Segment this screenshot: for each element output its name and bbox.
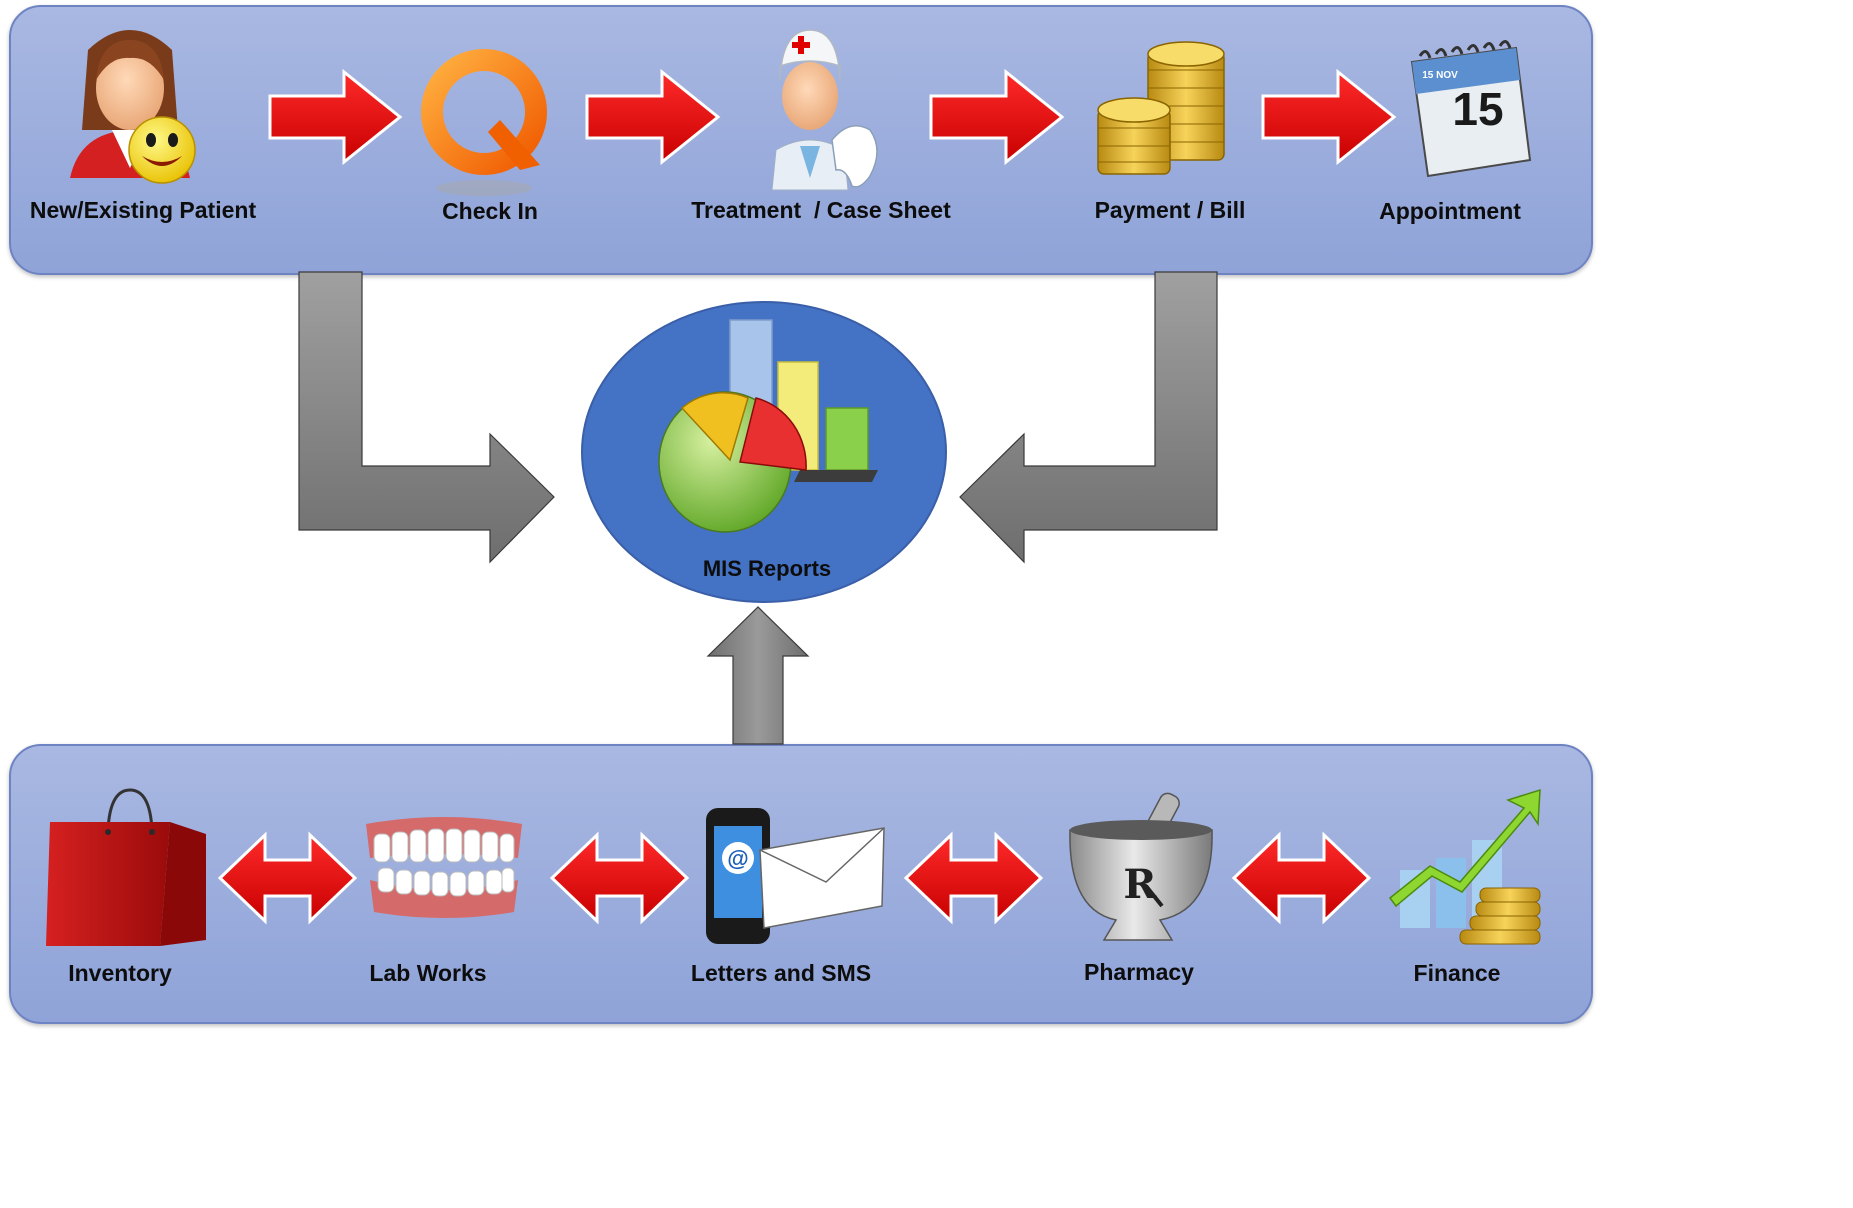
step-arrow-2 [585,68,721,166]
step-arrow-3 [929,68,1065,166]
calendar-icon [1410,40,1532,178]
step-label-treatment: Treatment / Case Sheet [691,197,951,223]
module-label-finance: Finance [1413,960,1501,986]
growth-chart-icon [1388,788,1541,945]
mortar-pestle-icon: R [1069,792,1213,941]
module-link-arrow-4 [1231,831,1372,925]
flow-arrow-right-to-reports [959,271,1218,564]
module-link-arrow-3 [903,831,1044,925]
shopping-bag-icon [46,788,206,946]
calendar-day-text: 15 [1452,83,1504,135]
module-label-inventory: Inventory [68,960,172,986]
step-label-patient: New/Existing Patient [29,197,257,223]
calendar-month-text: 15 NOV [1422,70,1458,81]
coins-icon [1097,41,1225,175]
doctor-icon [771,29,878,191]
step-label-payment: Payment / Bill [1094,197,1246,223]
mis-reports-label: MIS Reports [702,556,832,581]
flow-arrow-left-to-reports [298,271,555,564]
flow-arrow-up-to-reports [706,606,810,745]
module-label-lab-works: Lab Works [369,960,487,986]
module-label-pharmacy: Pharmacy [1084,959,1194,985]
charts-icon [658,319,878,533]
module-label-letters-sms: Letters and SMS [690,960,872,986]
step-label-appointment: Appointment [1379,198,1521,224]
check-in-icon [421,49,547,196]
patient-icon [70,30,196,184]
step-label-check-in: Check In [442,198,538,224]
step-arrow-4 [1261,68,1397,166]
diagram-canvas: @ R [46,29,1541,946]
phone-mail-icon: @ [706,808,885,944]
module-link-arrow-1 [217,831,358,925]
svg-text:@: @ [727,846,748,871]
dentures-icon [366,817,522,918]
module-link-arrow-2 [549,831,690,925]
svg-text:R: R [1123,861,1157,908]
step-arrow-1 [268,68,403,166]
